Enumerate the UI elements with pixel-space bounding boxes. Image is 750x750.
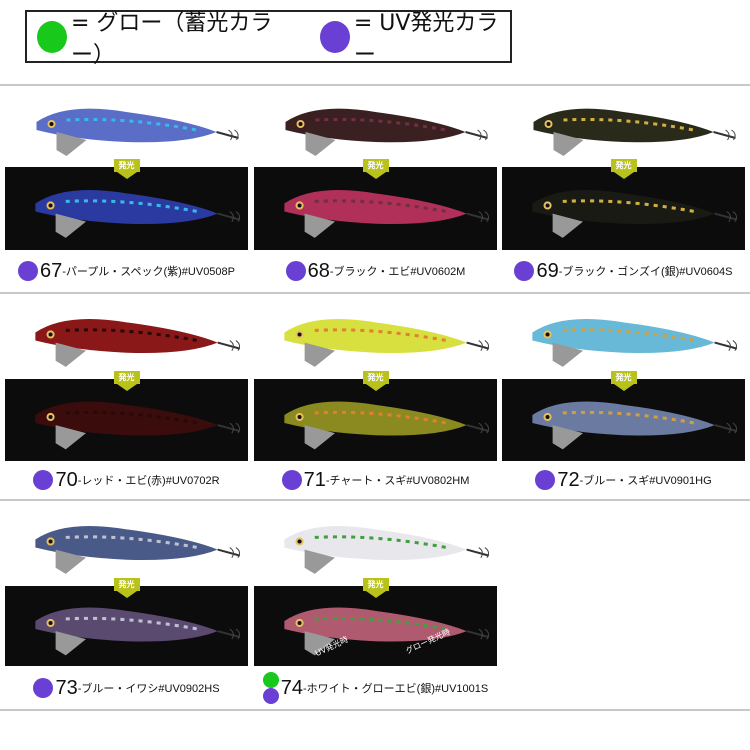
product-label: 72-ブルー・スギ#UV0901HG: [502, 467, 745, 493]
color-legend: = グロー（蓄光カラー） = UV発光カラー: [25, 10, 512, 68]
product-number: 73: [55, 676, 78, 699]
glow-arrow-icon: 発光: [610, 159, 637, 179]
product-number: 72: [557, 468, 580, 491]
uv-dot-icon: [319, 20, 350, 53]
product-photo: [5, 300, 248, 375]
product-label: 74-ホワイト・グローエビ(銀)#UV1001S: [254, 672, 497, 704]
glow-photo: [254, 379, 497, 461]
product-photo: [254, 507, 497, 582]
product-label: 68-ブラック・エビ#UV0602M: [254, 258, 497, 284]
uv-dot-icon: [33, 678, 54, 698]
uv-dot-icon: [285, 261, 306, 281]
glow-arrow-label: 発光: [610, 371, 637, 384]
product-number: 67: [39, 259, 63, 282]
product-photo: [5, 92, 248, 162]
glow-arrow-icon: 発光: [113, 371, 140, 391]
product-name: -レッド・エビ(赤)#UV0702R: [77, 475, 220, 487]
product-number: 70: [55, 468, 78, 491]
glow-photo: [254, 167, 497, 250]
glow-arrow-label: 発光: [113, 578, 140, 591]
glow-arrow-label: 発光: [362, 371, 389, 384]
product-photo: [502, 92, 745, 162]
glow-arrow-icon: 発光: [362, 578, 389, 598]
glow-arrow-label: 発光: [362, 578, 389, 591]
product-name: -ブラック・エビ#UV0602M: [329, 266, 466, 278]
uv-dot-icon: [281, 470, 302, 490]
product-number: 74: [280, 676, 304, 699]
glow-photo: [502, 167, 745, 250]
product-label: 70-レッド・エビ(赤)#UV0702R: [5, 467, 248, 493]
glow-arrow-label: 発光: [362, 159, 389, 172]
product-name: -ブルー・スギ#UV0901HG: [579, 475, 712, 487]
glow-dot-icon: [37, 20, 67, 53]
uv-dot-icon: [514, 261, 535, 281]
glow-arrow-label: 発光: [610, 159, 637, 172]
product-photo: [254, 92, 497, 162]
glow-photo: [5, 586, 248, 666]
product-label: 67-パープル・スペック(紫)#UV0508P: [5, 258, 248, 284]
product-name: -ブラック・ゴンズイ(銀)#UV0604S: [558, 266, 733, 278]
glow-arrow-icon: 発光: [113, 578, 140, 598]
glow-photo: UV発光時グロー発光時: [254, 586, 497, 666]
glow-arrow-icon: 発光: [610, 371, 637, 391]
product-name: -パープル・スペック(紫)#UV0508P: [62, 266, 235, 278]
glow-dot-icon: [262, 672, 279, 688]
product-number: 71: [303, 468, 326, 491]
uv-dot-icon: [33, 470, 54, 490]
divider: [0, 499, 750, 501]
glow-photo: [5, 167, 248, 250]
glow-arrow-icon: 発光: [362, 159, 389, 179]
divider: [0, 84, 750, 86]
product-number: 69: [536, 259, 559, 282]
glow-arrow-label: 発光: [113, 371, 140, 384]
product-name: -ホワイト・グローエビ(銀)#UV1001S: [303, 683, 489, 695]
glow-photo: [5, 379, 248, 461]
glow-arrow-icon: 発光: [362, 371, 389, 391]
product-label: 73-ブルー・イワシ#UV0902HS: [5, 675, 248, 701]
product-name: -ブルー・イワシ#UV0902HS: [77, 683, 220, 695]
product-label: 71-チャート・スギ#UV0802HM: [254, 467, 497, 493]
uv-dot-icon: [17, 261, 38, 281]
glow-photo: [502, 379, 745, 461]
product-photo: [502, 300, 745, 375]
uv-legend-label: = UV発光カラー: [353, 10, 499, 68]
glow-legend-label: = グロー（蓄光カラー）: [71, 10, 273, 68]
product-label: 69-ブラック・ゴンズイ(銀)#UV0604S: [502, 258, 745, 284]
product-number: 68: [307, 259, 330, 282]
uv-dot-icon: [535, 470, 556, 490]
product-name: -チャート・スギ#UV0802HM: [325, 475, 470, 487]
product-photo: [5, 507, 248, 582]
divider: [0, 292, 750, 294]
glow-arrow-label: 発光: [113, 159, 140, 172]
uv-dot-icon: [262, 688, 279, 704]
divider: [0, 709, 750, 711]
glow-arrow-icon: 発光: [113, 159, 140, 179]
product-photo: [254, 300, 497, 375]
color-type-icons: [262, 672, 279, 704]
